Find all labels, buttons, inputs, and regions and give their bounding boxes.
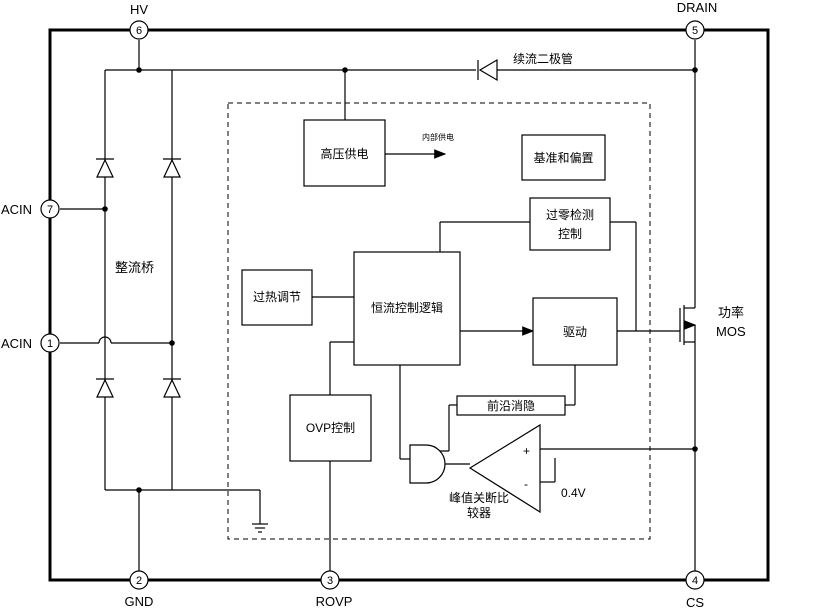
wires [60,40,696,571]
pin-drain-label: DRAIN [677,0,717,15]
ovp-control-block [289,394,372,462]
pin-cs-circle [685,570,705,590]
bridge-diode-icon [163,378,181,398]
driver-label: 驱动 [563,325,587,339]
pin-acin-top-circle [40,199,60,219]
cc-control-logic-label: 恒流控制逻辑 [371,301,443,315]
leading-edge-blanking-label: 前沿消隐 [487,398,535,413]
pin-acin-top-label: ACIN [1,202,32,217]
pin-drain-circle [685,20,705,40]
power-mos-label-line1: 功率 [718,305,744,320]
pin-cs-number: 4 [692,575,698,587]
pin-hv-circle [129,20,149,40]
control-region-outline [227,102,651,540]
and-gate-icon [409,444,446,484]
ovp-control-label: OVP控制 [306,421,355,435]
high-voltage-supply-block [303,119,386,187]
pin-acin-bottom-label: ACIN [1,336,32,351]
pin-gnd-circle [129,570,149,590]
zero-cross-detect-label-line2: 控制 [558,227,582,241]
cc-control-logic-block [353,251,461,366]
power-mos-icon [679,305,697,345]
leading-edge-blanking-block [456,395,566,416]
pin-gnd-label: GND [125,594,154,609]
pin-rovp-circle [320,570,340,590]
bridge-diode-icon [96,378,114,398]
pin-hv-number: 6 [136,25,142,37]
pin-cs-label: CS [686,595,704,610]
pin-drain-number: 5 [692,25,698,37]
junction-dots [102,67,698,493]
thermal-regulation-block [241,269,313,326]
pin-rovp-number: 3 [327,575,333,587]
reference-bias-label: 基准和偏置 [533,150,593,165]
chip-outline [48,28,770,582]
freewheel-diode-label: 续流二极管 [513,51,573,66]
pin-acin-bottom-number: 1 [47,338,53,350]
rectifier-bridge-label: 整流桥 [115,260,154,275]
thermal-regulation-label: 过热调节 [253,290,301,304]
pin-acin-top-number: 7 [47,204,53,216]
pin-rovp-label: ROVP [316,594,353,609]
peak-comparator-label-line1: 峰值关断比 [449,490,509,505]
freewheel-diode-icon [477,58,498,82]
pin-gnd-number: 2 [136,575,142,587]
zero-cross-detect-label-line1: 过零检测 [546,207,594,222]
reference-voltage-label: 0.4V [561,486,586,500]
comparator-plus-label: + [523,444,530,458]
driver-block [532,297,618,366]
pin-hv-label: HV [130,2,148,17]
bridge-diode-icon [163,158,181,178]
high-voltage-supply-label: 高压供电 [320,146,368,161]
peak-comparator-icon [468,423,541,514]
peak-comparator-label-line2: 较器 [467,505,491,520]
comparator-minus-label: - [524,477,528,491]
power-mos-label-line2: MOS [716,324,746,339]
internal-supply-label: 内部供电 [422,132,454,142]
zero-cross-detect-block [529,197,611,251]
bridge-diode-icon [96,158,114,178]
reference-bias-block [521,134,606,181]
pin-acin-bottom-circle [40,333,60,353]
